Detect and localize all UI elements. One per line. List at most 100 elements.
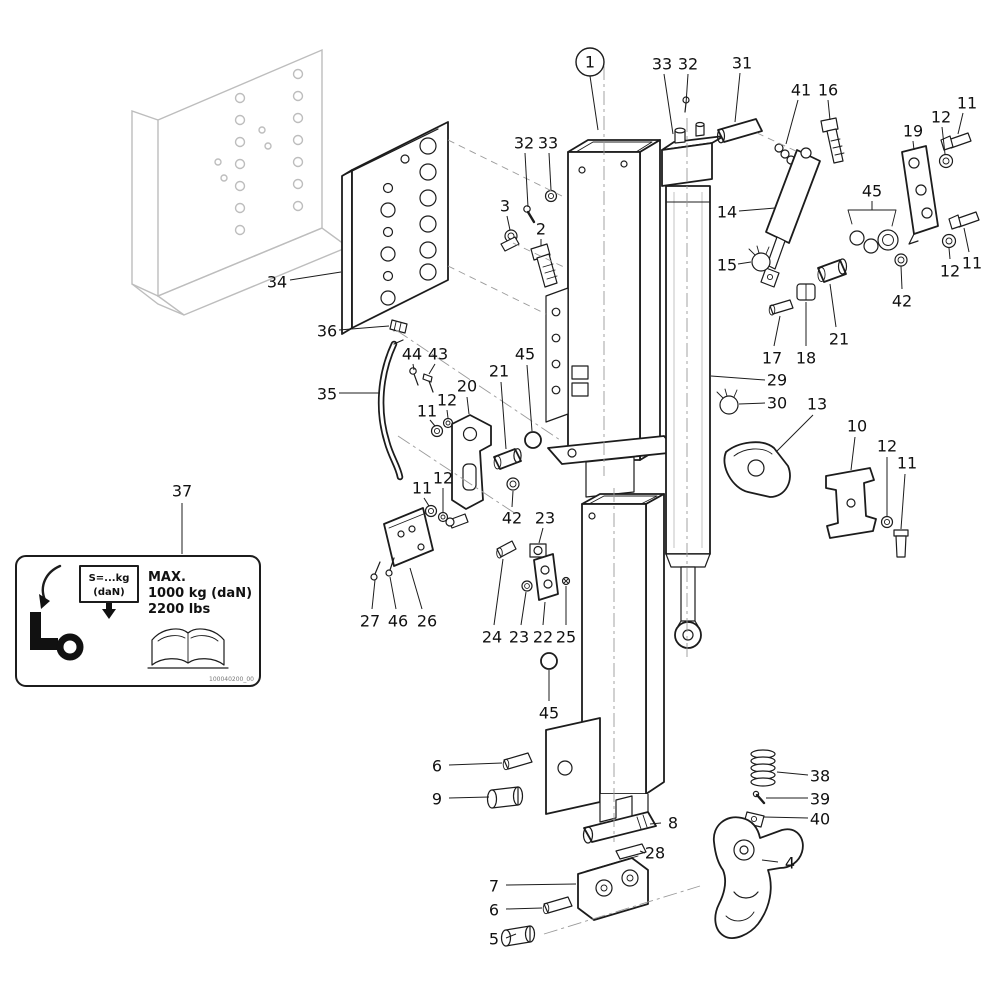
- inner-tube: [545, 493, 665, 827]
- callout-26: 26: [417, 612, 437, 631]
- callout-6: 6: [489, 901, 499, 920]
- leader-line-16: [827, 99, 831, 121]
- leader-line-19: [912, 140, 915, 151]
- leader-line-4: [761, 859, 779, 863]
- leader-line-21: [500, 381, 507, 450]
- callout-22: 22: [533, 628, 553, 647]
- label-max-lbs: 2200 lbs: [148, 602, 210, 617]
- leader-line-11: [963, 227, 970, 253]
- callout-46: 46: [388, 612, 408, 631]
- leader-line-26: [409, 567, 423, 610]
- leader-line-34: [289, 271, 342, 281]
- leader-line-24: [493, 558, 504, 626]
- callout-42: 42: [502, 509, 522, 528]
- fasteners-11-12-lower-left: [424, 504, 469, 529]
- mounting-channel: [131, 48, 350, 316]
- callout-11: 11: [962, 254, 982, 273]
- callout-5: 5: [489, 930, 499, 949]
- part-31-pin: [716, 118, 763, 144]
- leader-line-11: [900, 473, 906, 530]
- fasteners-2-3-32-33: [500, 189, 558, 288]
- callout-12: 12: [437, 391, 457, 410]
- leader-line-45: [526, 364, 533, 432]
- callout-41: 41: [791, 81, 811, 100]
- part-18-clevis: [796, 283, 816, 301]
- leader-line-32: [524, 152, 529, 208]
- part-13-bracket: [723, 441, 791, 498]
- callout-25: 25: [556, 628, 576, 647]
- leader-line-27: [371, 579, 376, 610]
- callout-31: 31: [732, 54, 752, 73]
- callout-14: 14: [717, 203, 737, 222]
- leader-line-31: [734, 72, 741, 123]
- callout-1: 1: [585, 53, 595, 72]
- leader-line-6: [448, 762, 503, 766]
- leader-line-20: [466, 396, 470, 415]
- open-book-icon: [147, 628, 229, 669]
- leader-line-7: [505, 883, 577, 886]
- callout-23: 23: [535, 509, 555, 528]
- part-16-bolt: [820, 117, 845, 164]
- down-arrow-icon: [102, 603, 116, 619]
- callout-23: 23: [509, 628, 529, 647]
- leader-line-32: [685, 73, 689, 105]
- callout-6: 6: [432, 757, 442, 776]
- part-8-pin: [582, 811, 657, 844]
- leader-line-12: [446, 409, 449, 419]
- hydraulic-cylinder-29: [661, 96, 725, 649]
- leader-line-13: [775, 414, 814, 453]
- callout-38: 38: [810, 767, 830, 786]
- leader-line-10: [850, 436, 856, 471]
- callout-circle-1: [575, 47, 605, 77]
- leader-line-38: [776, 771, 809, 776]
- leader-line-28: [639, 850, 646, 854]
- fasteners-11-12-right-mid: [941, 211, 980, 249]
- part-38-spring: [750, 749, 776, 787]
- callout-34: 34: [267, 273, 287, 292]
- callout-27: 27: [360, 612, 380, 631]
- callout-18: 18: [796, 349, 816, 368]
- parts-22-25-cluster: [496, 540, 571, 601]
- adapter-plate-34: [341, 121, 449, 335]
- part-17-pin: [768, 299, 794, 316]
- part-43-screw: [422, 373, 434, 393]
- outer-tube-1: [545, 139, 679, 498]
- callout-12: 12: [433, 469, 453, 488]
- part-5-roller: [500, 925, 536, 947]
- part-21-bushing-left: [493, 448, 522, 470]
- callout-33: 33: [538, 134, 558, 153]
- leader-line-14: [738, 207, 776, 212]
- leader-line-33: [548, 152, 552, 191]
- leader-line-44: [412, 363, 415, 371]
- part-35-strap: [377, 339, 404, 481]
- callout-12: 12: [940, 262, 960, 281]
- washer-11-upper-left: [430, 424, 444, 438]
- callout-32: 32: [678, 55, 698, 74]
- callout-10: 10: [847, 417, 867, 436]
- part-36-clip: [389, 319, 408, 334]
- leader-line-21: [829, 283, 837, 328]
- callout-44: 44: [402, 345, 422, 364]
- part-44-bolt: [409, 367, 419, 386]
- part-15-bag: [748, 245, 771, 272]
- leader-line-11: [423, 497, 430, 507]
- leader-line-46: [389, 576, 397, 610]
- callout-19: 19: [903, 122, 923, 141]
- leader-line-40: [763, 816, 809, 819]
- part-26-plate: [383, 507, 434, 567]
- part-19-strap: [901, 145, 939, 245]
- leader-line-30: [738, 402, 766, 405]
- part-30-bag: [716, 388, 739, 415]
- part-20-bracket: [451, 414, 492, 510]
- leader-line-33: [663, 73, 674, 135]
- leader-line-23: [538, 527, 544, 544]
- callout-39: 39: [810, 790, 830, 809]
- callout-4: 4: [785, 854, 795, 873]
- callout-24: 24: [482, 628, 502, 647]
- callout-20: 20: [457, 377, 477, 396]
- part-46-screw: [385, 557, 395, 577]
- part-45-oring-bottom: [540, 652, 558, 670]
- callout-30: 30: [767, 394, 787, 413]
- part-9-roller: [486, 786, 524, 809]
